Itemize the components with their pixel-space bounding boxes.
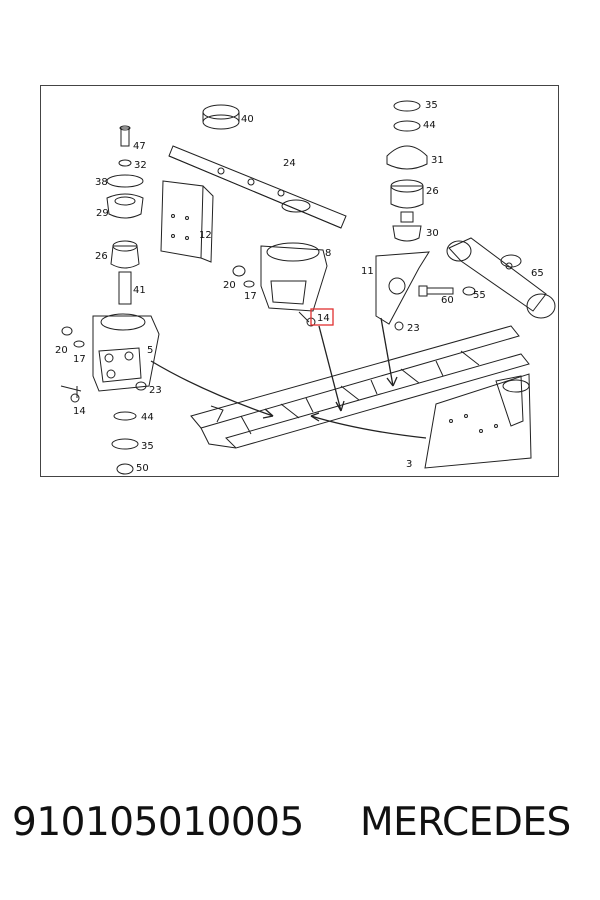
callout-26: 26: [426, 186, 439, 197]
rubber-mount-40: [202, 104, 240, 130]
callout-65: 65: [531, 268, 544, 279]
crossmember-24: [168, 145, 347, 229]
callout-11: 11: [361, 266, 374, 277]
bracket-11: [375, 251, 430, 325]
callout-26-left: 26: [95, 251, 108, 262]
bracket-5: [92, 313, 160, 392]
callout-3: 3: [406, 459, 412, 470]
bolt-60: [418, 285, 476, 297]
callout-31: 31: [431, 155, 444, 166]
highlight-box: [310, 308, 334, 326]
side-plate-3: [424, 373, 532, 469]
callout-20-left: 20: [55, 345, 68, 356]
chassis-frame: [190, 325, 530, 449]
callout-8: 8: [325, 248, 331, 259]
callout-17-left: 17: [73, 354, 86, 365]
left-mount-stack: [106, 125, 144, 305]
parts-diagram: 40 24 35 44 31 26 30 47 32 38 29 26 12 4…: [40, 85, 559, 477]
callout-35: 35: [425, 100, 438, 111]
callout-labels: 40 24 35 44 31 26 30 47 32 38 29 26 12 4…: [55, 100, 544, 474]
callout-47: 47: [133, 141, 146, 152]
callout-12: 12: [199, 230, 212, 241]
callout-20: 20: [223, 280, 236, 291]
arm-65: [446, 237, 556, 319]
callout-14: 14: [73, 406, 86, 417]
bracket-8: [260, 242, 328, 312]
callout-55: 55: [473, 290, 486, 301]
callout-24: 24: [283, 158, 296, 169]
callout-17: 17: [244, 291, 257, 302]
brand-name: MERCEDES: [360, 800, 571, 845]
part-info-footer: 910105010005 MERCEDES: [12, 800, 592, 870]
callout-35-left: 35: [141, 441, 154, 452]
callout-50: 50: [136, 463, 149, 474]
callout-5: 5: [147, 345, 153, 356]
callout-60: 60: [441, 295, 454, 306]
callout-40: 40: [241, 114, 254, 125]
callout-41: 41: [133, 285, 146, 296]
part-number: 910105010005: [12, 800, 304, 845]
callout-44-left: 44: [141, 412, 154, 423]
callout-23-left: 23: [149, 385, 162, 396]
bracket-12: [160, 180, 214, 263]
callout-29: 29: [96, 208, 109, 219]
callout-44: 44: [423, 120, 436, 131]
callout-23: 23: [407, 323, 420, 334]
callout-30: 30: [426, 228, 439, 239]
callout-38: 38: [95, 177, 108, 188]
right-mount-stack: [386, 100, 428, 242]
small-hardware: [60, 265, 404, 475]
callout-32: 32: [134, 160, 147, 171]
assembly-arrows: [150, 317, 427, 439]
exploded-view-drawing: 40 24 35 44 31 26 30 47 32 38 29 26 12 4…: [55, 100, 556, 475]
callout-14-highlighted: 14: [317, 313, 330, 324]
